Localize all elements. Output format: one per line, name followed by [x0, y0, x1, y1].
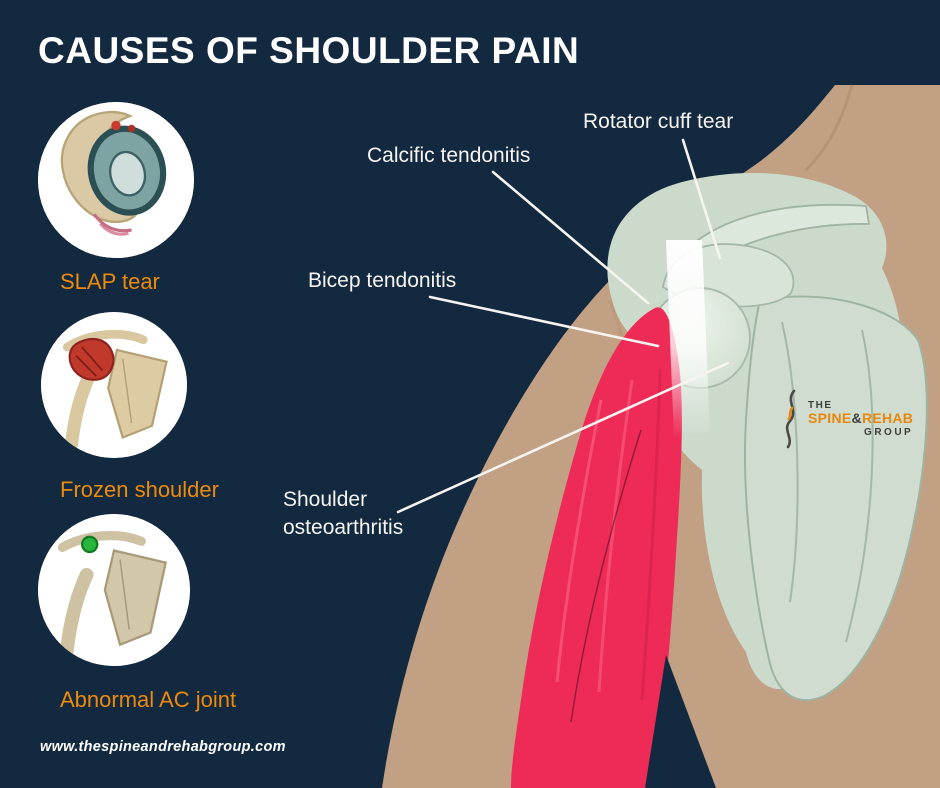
ac-joint-marker — [80, 535, 99, 554]
spine-rehab-logo: THE SPINE&REHAB GROUP — [778, 388, 913, 450]
slap-tear-image — [38, 102, 194, 258]
slap-tear-illustration — [38, 102, 194, 258]
spine-logo-icon — [785, 389, 796, 449]
logo-the: THE — [808, 400, 833, 412]
frozen-shoulder-image — [41, 312, 187, 458]
logo-main: SPINE&REHAB — [808, 410, 914, 427]
annotation-lines — [396, 138, 730, 514]
rotator-cuff-line — [681, 138, 722, 260]
sidebar-item-frozen-shoulder: Frozen shoulder — [60, 477, 219, 502]
sidebar-item-slap-tear: SLAP tear — [60, 269, 160, 294]
bicep-muscle — [511, 307, 682, 788]
annotation-calcific-tendonitis: Calcific tendonitis — [367, 144, 531, 167]
osteoarthritis-line — [396, 361, 730, 514]
sidebar-item-abnormal-ac-joint: Abnormal AC joint — [60, 687, 237, 712]
annotation-rotator-cuff-tear: Rotator cuff tear — [583, 110, 734, 133]
footer-website-url: www.thespineandrehabgroup.com — [40, 739, 286, 755]
page-title: CAUSES OF SHOULDER PAIN — [38, 30, 580, 71]
calcific-tendonitis-line — [491, 170, 650, 305]
annotation-shoulder-osteoarthritis: Shoulder osteoarthritis — [283, 488, 404, 540]
bicep-tendonitis-line — [428, 295, 660, 348]
abnormal-ac-joint-illustration — [38, 514, 190, 666]
logo-group: GROUP — [864, 426, 914, 438]
frozen-shoulder-illustration — [41, 312, 187, 458]
annotation-bicep-tendonitis: Bicep tendonitis — [308, 269, 457, 292]
bicep-tendon — [666, 240, 710, 438]
abnormal-ac-joint-image — [38, 514, 190, 666]
